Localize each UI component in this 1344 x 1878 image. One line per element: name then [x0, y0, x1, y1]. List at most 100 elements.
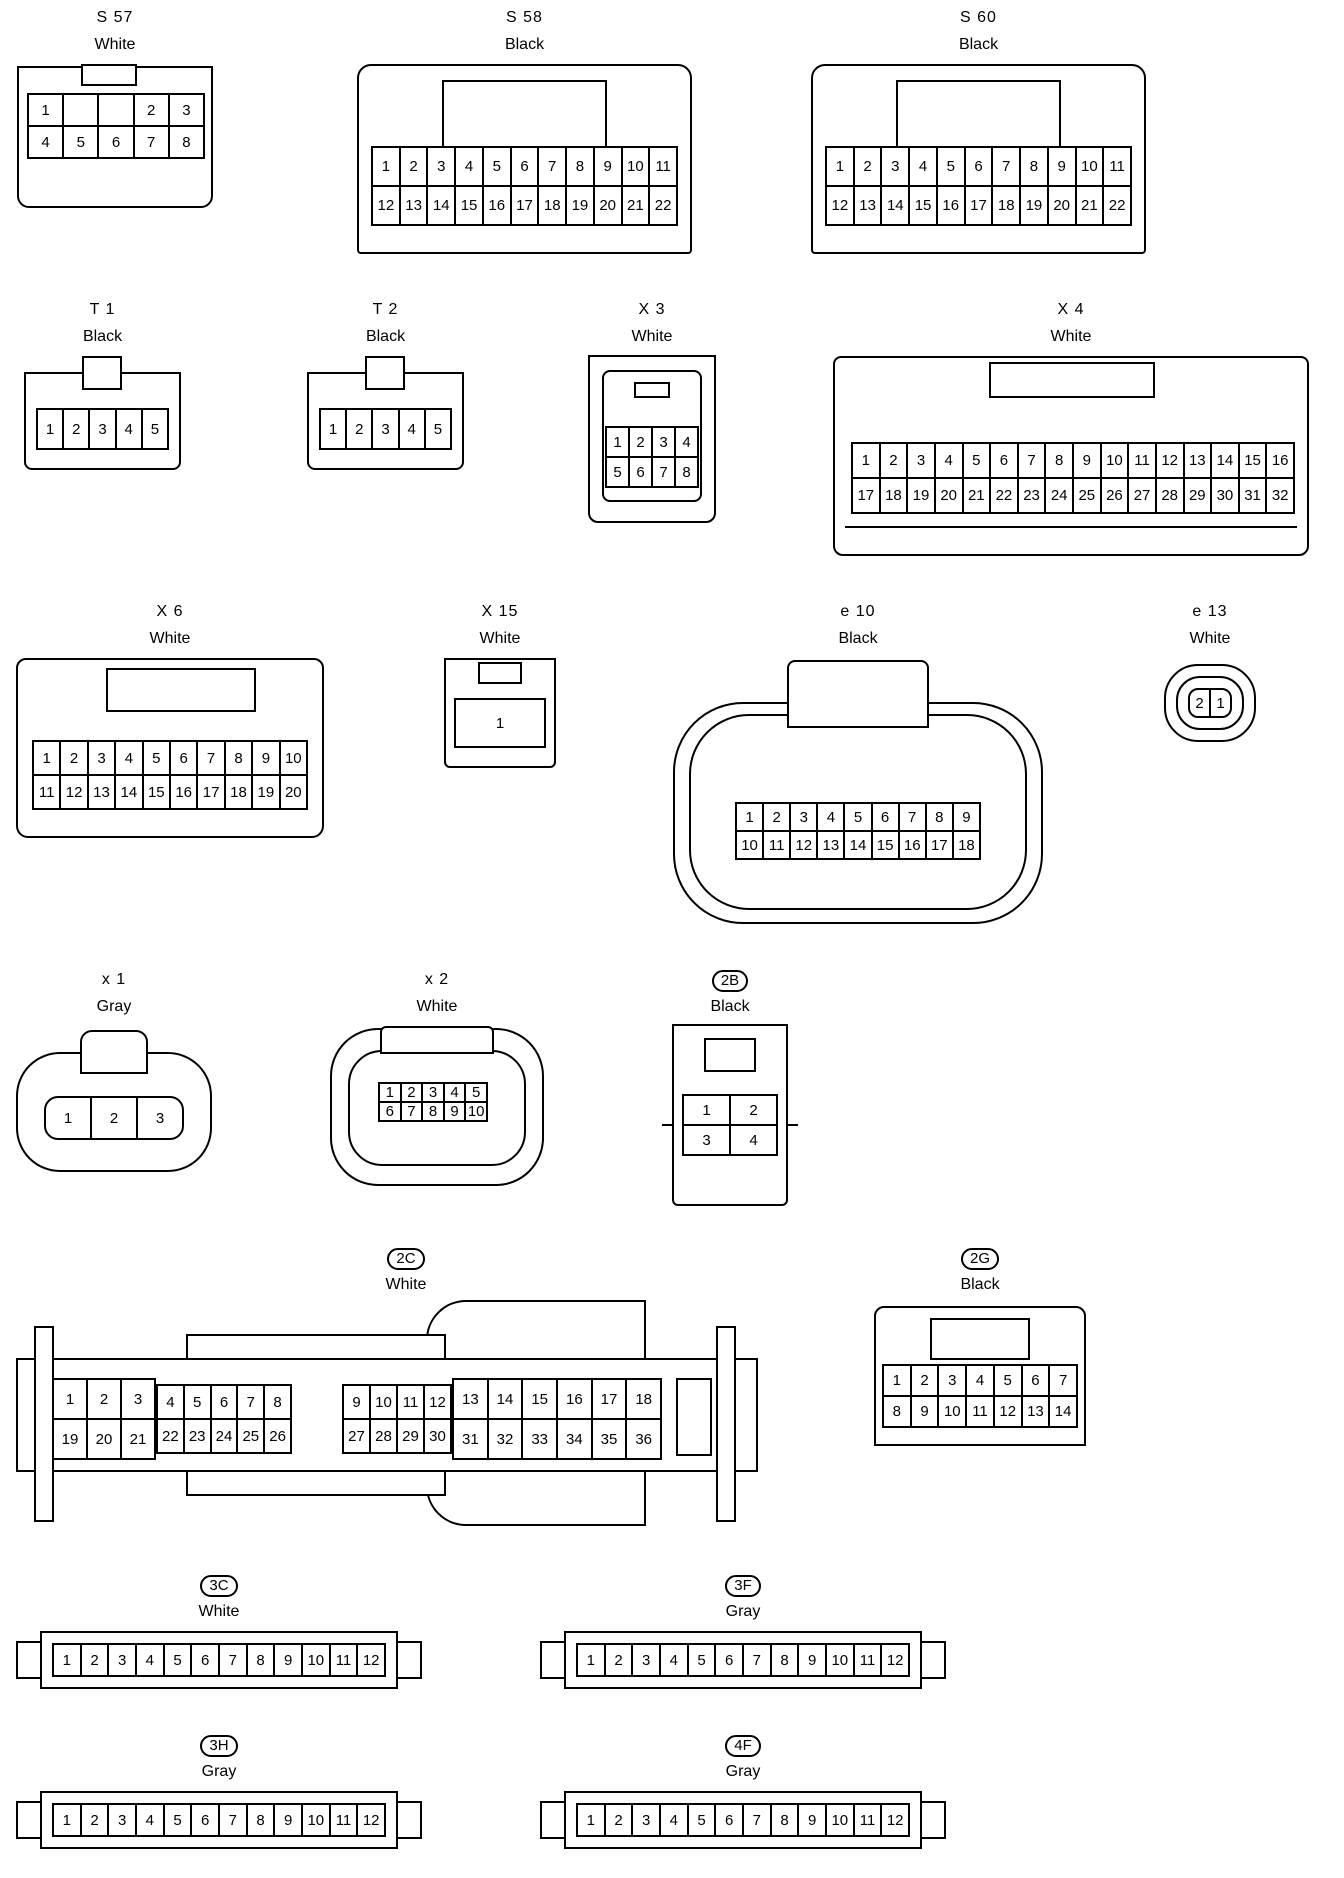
- pin-cell: 7: [539, 148, 566, 185]
- pin-cell: 16: [899, 832, 925, 858]
- pin-cell: 24: [1046, 479, 1072, 512]
- pin-cell: 13: [454, 1380, 487, 1418]
- pin-cell: 3: [633, 1645, 659, 1675]
- pin-cell: 24: [211, 1420, 237, 1452]
- pin-cell: 5: [688, 1645, 715, 1675]
- pin-cell: 5: [994, 1366, 1021, 1395]
- lock-tab: [365, 356, 405, 390]
- pin-cell: 12: [1156, 444, 1183, 477]
- pin-cell: 30: [1212, 479, 1238, 512]
- pin-cell: 4: [136, 1805, 163, 1835]
- pin-cell: 20: [594, 187, 621, 224]
- pin-cell: 7: [219, 1645, 246, 1675]
- pin-cell: 26: [265, 1420, 290, 1452]
- connector-title: T 1: [89, 301, 116, 318]
- pin-cell: 22: [650, 187, 676, 224]
- pin-cell: 32: [488, 1420, 522, 1458]
- rib-bottom: [186, 1470, 446, 1496]
- pin-cell: 9: [1048, 148, 1075, 185]
- pin-cell: 4: [456, 148, 482, 185]
- connector-title: e 10: [840, 603, 876, 620]
- pin-cell: 3: [169, 95, 203, 125]
- connector-color: Black: [958, 36, 999, 53]
- connector-color: Gray: [201, 1763, 237, 1780]
- pin-cell: 12: [373, 187, 399, 224]
- connector-color: White: [94, 36, 136, 53]
- pin-cell: 2: [81, 1805, 108, 1835]
- pin-cell: 1: [29, 95, 63, 125]
- connector-color: White: [198, 1603, 240, 1620]
- pin-cell: 5: [164, 1805, 191, 1835]
- pin-cell: 2: [854, 148, 881, 185]
- pin-cell: 2: [92, 1098, 136, 1138]
- pin-cell: 3: [88, 742, 115, 774]
- pin-cell: 9: [953, 804, 979, 830]
- pin-cell: 9: [444, 1103, 465, 1120]
- pin-cell: 5: [607, 458, 628, 486]
- pin-cell: 19: [908, 479, 934, 512]
- connector-code-badge: 2G: [960, 1248, 999, 1270]
- pin-cell: 7: [743, 1805, 770, 1835]
- connector-color: White: [416, 998, 458, 1015]
- pin-cell: 23: [1018, 479, 1045, 512]
- connector-title: T 2: [372, 301, 399, 318]
- pin-cell: 3: [109, 1645, 135, 1675]
- pin-cell: 16: [558, 1380, 591, 1418]
- pin-cell: 2: [764, 804, 790, 830]
- lock-tab: [80, 1030, 148, 1074]
- connector-color: White: [631, 328, 673, 345]
- pin-cell: 11: [854, 1645, 881, 1675]
- pin-cell: 4: [158, 1386, 183, 1418]
- pin-cell: 16: [170, 776, 197, 808]
- connector-color: Black: [82, 328, 123, 345]
- pin-cell: 2: [64, 410, 89, 448]
- pin-cell: 1: [884, 1366, 910, 1395]
- pin-cell: 6: [716, 1645, 742, 1675]
- end-tab-left: [540, 1641, 566, 1679]
- pin-cell: 3: [653, 428, 674, 456]
- pin-cell: 8: [771, 1645, 798, 1675]
- pin-cell: 25: [1074, 479, 1100, 512]
- connector-title: S 60: [960, 9, 997, 26]
- pin-cell: 11: [330, 1805, 357, 1835]
- connector-title: 3C: [16, 1575, 422, 1597]
- pin-cell: 10: [466, 1103, 486, 1120]
- pin-cell: 14: [1050, 1397, 1076, 1426]
- pin-cell: 13: [818, 832, 844, 858]
- pin-cell: 12: [791, 832, 817, 858]
- lock-frame: [442, 80, 607, 148]
- pin-cell: 1: [1211, 690, 1230, 716]
- pin-cell: 2: [401, 1084, 422, 1101]
- pin-cell: 11: [650, 148, 676, 185]
- pin-cell: 18: [627, 1380, 660, 1418]
- pin-cell: 6: [380, 1103, 400, 1120]
- pin-cell: 10: [622, 148, 649, 185]
- lock-tab: [380, 1026, 494, 1054]
- connector-title: X 15: [481, 603, 519, 620]
- pin-cell: 3: [428, 148, 455, 185]
- pin-cell: 32: [1267, 479, 1293, 512]
- pin-cell: 1: [321, 410, 346, 448]
- side-pin-right: [786, 1124, 798, 1126]
- connector-title: x 1: [101, 971, 127, 988]
- pin-cell: 4: [116, 742, 142, 774]
- lock-tab: [478, 662, 522, 684]
- pin-cell: 5: [143, 742, 169, 774]
- connector-code-badge: 4F: [725, 1735, 761, 1757]
- pin-cell: 5: [184, 1386, 210, 1418]
- end-tab-right: [396, 1801, 422, 1839]
- pin-cell: 13: [400, 187, 427, 224]
- pin-cell: 15: [910, 187, 936, 224]
- pin-cell: 7: [198, 742, 224, 774]
- pin-cell: 17: [926, 832, 952, 858]
- pin-cell: 3: [882, 148, 909, 185]
